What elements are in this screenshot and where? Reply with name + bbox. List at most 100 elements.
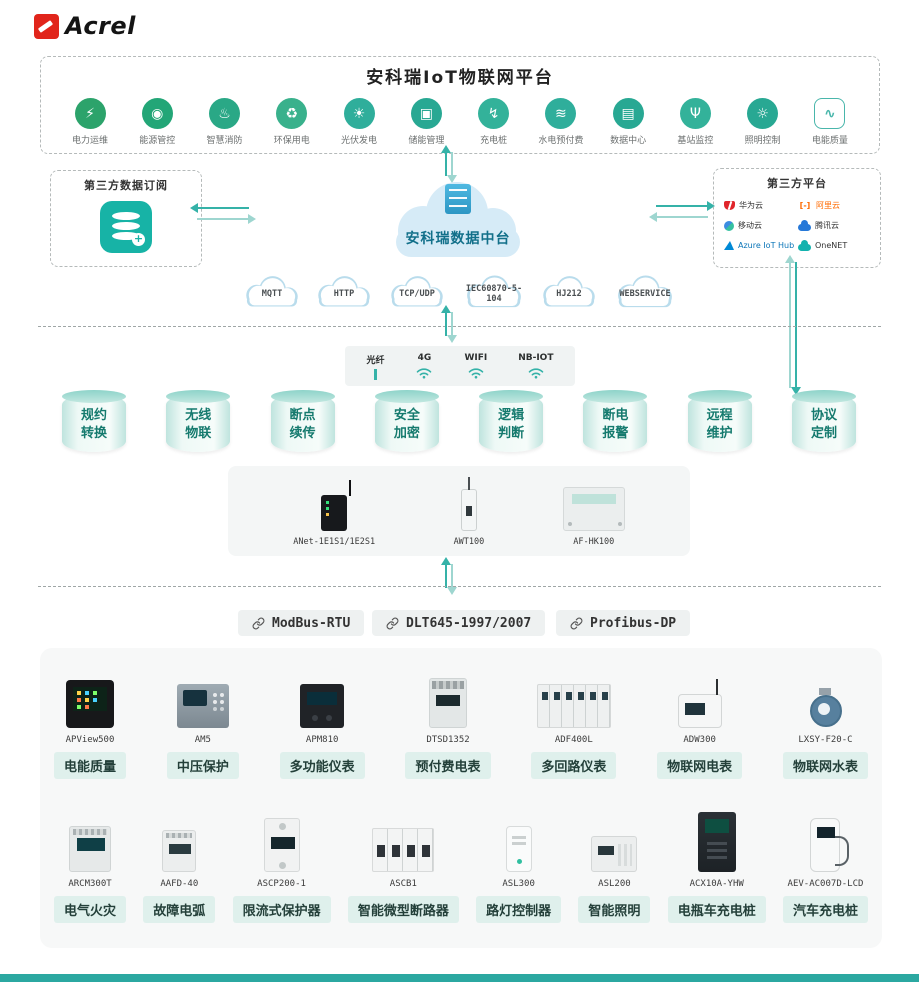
cloud-platform-flow-arrows — [649, 201, 715, 222]
device-image-wrap — [591, 808, 638, 872]
subscribe-box-title: 第三方数据订阅 — [84, 179, 168, 192]
right-arrow-icon — [656, 201, 715, 211]
app-item-ev-charge: ↯充电桩 — [463, 98, 525, 146]
link-icon — [570, 617, 583, 629]
gateway-awt100-image — [460, 477, 477, 531]
device-category-chip: 智能照明 — [578, 896, 651, 923]
feature-label: 规约转换 — [62, 407, 126, 443]
brand-logo: Acrel — [34, 12, 136, 40]
device-image — [536, 684, 611, 728]
db-disc-icon — [112, 222, 140, 230]
device-category-chip: 限流式保护器 — [232, 896, 331, 923]
device-image-wrap — [697, 808, 736, 872]
fire-safety-icon: ♨ — [209, 98, 241, 129]
datacenter-icon: ▤ — [612, 98, 644, 129]
conn-fiber: 光纤 — [366, 353, 385, 380]
device-image-wrap — [69, 808, 111, 872]
apps-cloud-flow-arrows — [441, 145, 457, 183]
app-item-storage: ▣储能管理 — [395, 98, 457, 146]
db-disc-icon — [112, 232, 140, 240]
device-category-chip: 预付费电表 — [405, 752, 491, 779]
protocol-pill-modbus: ModBus-RTU — [238, 610, 365, 636]
device-model: AEV-AC007D-LCD — [787, 879, 864, 889]
feature-label: 安全加密 — [375, 407, 439, 443]
device-ascb1: ASCB1 智能微型断路器 — [347, 808, 459, 923]
left-arrow-icon — [190, 203, 249, 213]
fiber-icon — [374, 368, 377, 380]
app-label: 基站监控 — [677, 136, 714, 146]
device-image-wrap — [162, 808, 197, 872]
feature-label: 断点续传 — [271, 407, 335, 443]
gateway-awt100: AWT100 — [453, 467, 485, 547]
energy-mgmt-icon: ◉ — [141, 98, 173, 129]
vendor-azure: Azure IoT Hub — [724, 240, 796, 251]
app-label: 数据中心 — [610, 136, 647, 146]
tencent-cloud-logo — [798, 220, 811, 231]
gateway-afhk100-image — [562, 487, 625, 531]
up-arrow-icon — [441, 145, 451, 176]
app-item-prepay: ≋水电预付费 — [530, 98, 592, 146]
cylinder-shape: 安全加密 — [374, 390, 439, 452]
up-arrow-icon — [441, 305, 451, 336]
app-item-solar: ☀光伏发电 — [328, 98, 390, 146]
protocol-cloud-hj212: HJ212 — [536, 272, 602, 312]
protocol-pill-label: Profibus-DP — [590, 615, 677, 631]
device-category-chip: 物联网水表 — [782, 752, 868, 779]
gateway-model: ANet-1E1S1/1E2S1 — [293, 537, 376, 547]
feature-cylinder: 协议定制 — [788, 390, 860, 452]
device-model: ASCB1 — [389, 879, 417, 889]
app-icon-row: ⚡电力运维 ◉能源管控 ♨智慧消防 ♻环保用电 ☀光伏发电 ▣储能管理 ↯充电桩… — [41, 88, 879, 146]
gateway-feature-row: 规约转换 无线物联 断点续传 安全加密 逻辑判断 断电报警 远程维护 协议定制 — [58, 390, 860, 452]
device-image — [677, 679, 722, 728]
app-label: 水电预付费 — [538, 136, 584, 146]
feature-label: 协议定制 — [792, 407, 856, 443]
device-image — [591, 836, 638, 872]
vendor-name: OneNET — [815, 241, 848, 250]
feature-cylinder: 规约转换 — [58, 390, 130, 452]
conn-nbiot: NB-IOT — [518, 353, 553, 379]
feature-line: 报警 — [602, 426, 629, 442]
dashed-divider-upper — [38, 326, 881, 327]
third-party-platform-box: 第三方平台 华为云 阿里云 移动云 腾讯云 Azure IoT Hub OneN… — [713, 168, 881, 268]
platform-gateway-flow-arrows — [785, 255, 801, 395]
app-item-lighting: ☼照明控制 — [732, 98, 794, 146]
cloud-outline — [246, 276, 298, 307]
feature-label: 逻辑判断 — [479, 407, 543, 443]
device-image — [810, 818, 850, 872]
device-model: ASL300 — [502, 879, 535, 889]
cylinder-shape: 协议定制 — [791, 390, 856, 452]
eco-power-icon: ♻ — [276, 98, 308, 129]
data-hub-label: 安科瑞数据中台 — [405, 231, 511, 247]
cylinder-shape: 规约转换 — [62, 390, 126, 452]
cloud-outline — [618, 275, 672, 308]
device-image-wrap — [300, 664, 345, 728]
device-image-wrap — [263, 808, 300, 872]
cylinder-shape: 远程维护 — [687, 390, 752, 452]
device-category-chip: 多回路仪表 — [531, 752, 617, 779]
feature-label: 断电报警 — [583, 407, 647, 443]
app-label: 电能质量 — [811, 136, 848, 146]
azure-logo — [724, 241, 734, 250]
gateway-model: AWT100 — [453, 537, 485, 547]
device-category-chip: 智能微型断路器 — [347, 896, 459, 923]
vendor-name: Azure IoT Hub — [738, 241, 795, 250]
plus-icon: + — [132, 232, 145, 246]
onenet-logo — [798, 240, 811, 251]
app-label: 环保用电 — [273, 136, 310, 146]
down-arrow-icon — [447, 564, 457, 595]
device-model: ADW300 — [683, 735, 716, 745]
conn-4g: 4G — [415, 353, 433, 379]
aliyun-logo — [798, 201, 812, 210]
cloud-outline — [543, 276, 595, 307]
left-arrow-icon — [649, 212, 708, 222]
device-model: APView500 — [65, 735, 115, 745]
feature-line: 判断 — [498, 426, 525, 442]
cloud-network-flow-arrows — [441, 305, 457, 343]
